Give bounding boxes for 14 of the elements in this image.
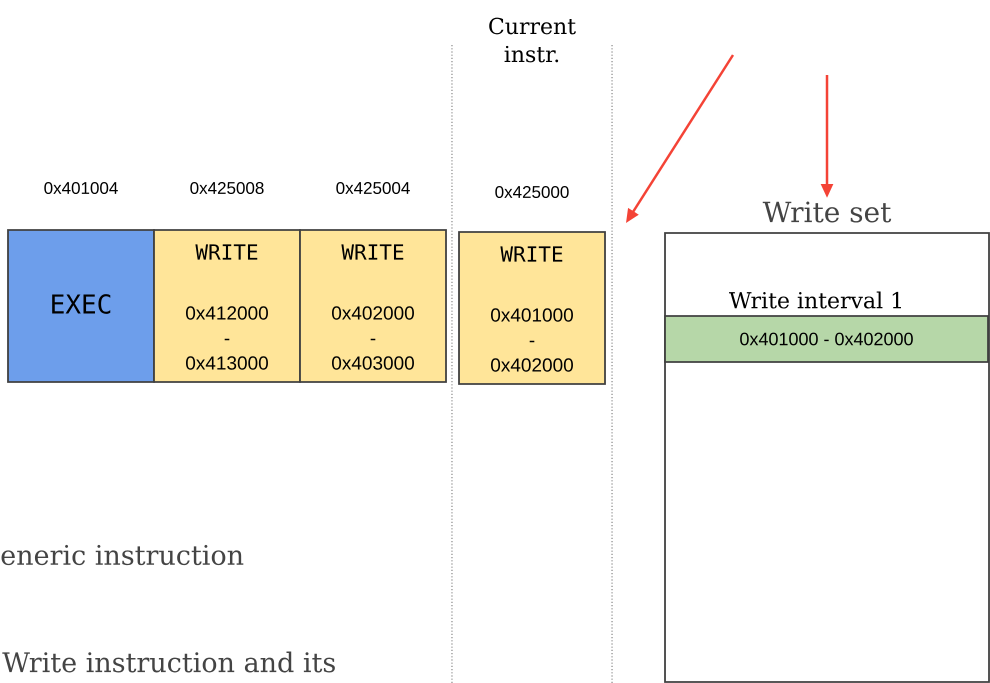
legend-text: eneric instruction — [2, 544, 244, 566]
exec-box: EXEC — [7, 229, 155, 383]
write-box: WRITE 0x412000 - 0x413000 — [153, 229, 301, 383]
write-box: WRITE 0x402000 - 0x403000 — [299, 229, 447, 383]
node-label: Write interval 1 — [729, 291, 901, 309]
address-label: 0x425000 — [495, 186, 569, 198]
write-box: WRITE 0x401000 - 0x402000 — [458, 231, 606, 385]
address-label: 0x401004 — [44, 182, 118, 194]
header-label: Current instr. — [489, 18, 576, 62]
interval-band: Write interval 1 0x401000 - 0x402000 — [664, 292, 989, 363]
address-label: 0x425008 — [190, 182, 264, 194]
legend-text: Write instruction and its — [2, 652, 335, 672]
address-label: 0x425004 — [336, 182, 410, 194]
node-label: Write set — [762, 202, 892, 222]
